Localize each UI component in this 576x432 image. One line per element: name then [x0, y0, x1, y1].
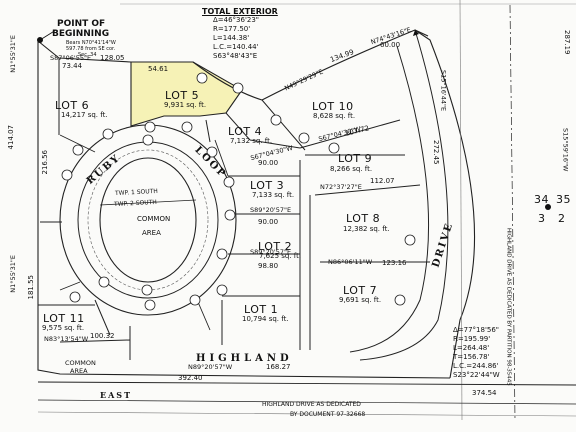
lot-6-label[interactable]: LOT 6 — [55, 99, 90, 112]
pob-bearing: Bears N70°41'14"W — [66, 40, 116, 46]
east-road-line — [37, 399, 576, 405]
common-area-label-1: COMMON — [137, 215, 171, 223]
lot-1-area: 10,794 sq. ft. — [242, 315, 289, 323]
dim-60-top: 60.00 — [380, 41, 401, 49]
lot-3-label[interactable]: LOT 3 — [250, 179, 285, 192]
road-highland: HIGHLAND — [196, 353, 293, 364]
road-east: EAST — [100, 390, 133, 400]
dim-272-45: 272.45 — [432, 140, 440, 165]
dim-54-61: 54.61 — [148, 65, 169, 73]
lot-3-area: 7,133 sq. ft. — [252, 191, 295, 199]
right-curve-t: T=156.78' — [453, 353, 490, 361]
pob-section: Sec. 34 — [78, 52, 97, 58]
lot-5-label[interactable]: LOT 5 — [165, 89, 200, 102]
lot-1-label[interactable]: LOT 1 — [244, 303, 279, 316]
lot-5-area: 9,931 sq. ft. — [164, 101, 207, 109]
right-row-line — [459, 0, 463, 421]
lot-4-label[interactable]: LOT 4 — [228, 125, 263, 138]
dim-90-b: 90.00 — [258, 218, 279, 226]
dim-374-54: 374.54 — [472, 389, 497, 397]
right-curve-r: R=195.99' — [453, 335, 491, 343]
section-line — [509, 4, 516, 421]
drive-outer-edge — [359, 29, 449, 361]
bearing-n86: N86°06'11"W — [328, 258, 373, 266]
dim-112-07: 112.07 — [370, 177, 395, 185]
dim-414-07: 414.07 — [7, 125, 15, 150]
dim-168-27: 168.27 — [266, 363, 291, 371]
right-curve-lc: L.C.=244.86' — [453, 362, 499, 370]
section-3: 3 — [538, 212, 546, 225]
right-curve-l: L=264.48' — [453, 344, 490, 352]
common-area-boundary — [99, 157, 197, 283]
section-34: 34 — [534, 193, 549, 206]
drive-inner-edge — [349, 45, 430, 353]
lot-9-label[interactable]: LOT 9 — [338, 152, 373, 165]
bearing-n72: N72°37'27"E — [320, 183, 362, 191]
lot-7-area: 9,691 sq. ft. — [339, 296, 382, 304]
dim-216-56: 216.56 — [41, 150, 49, 175]
dim-100-32: 100.32 — [90, 332, 115, 340]
bearing-top: S87°06'55"E — [50, 54, 92, 62]
lot-7-label[interactable]: LOT 7 — [343, 284, 378, 297]
bearing-n1-top: N1°55'31"E — [9, 35, 17, 73]
total-exterior-l: L=144.38' — [213, 34, 250, 42]
lot-4-area: 7,132 sq. ft. — [230, 137, 273, 145]
dedication-2: BY DOCUMENT 97-32668 — [290, 411, 366, 418]
right-partition-note: HIGHLAND DRIVE AS DEDICATED BY PARTITION… — [505, 228, 512, 386]
lot-10-area: 8,628 sq. ft. — [313, 112, 356, 120]
section-2: 2 — [558, 212, 566, 225]
common-area-small-2: AREA — [70, 367, 88, 375]
section-corner-marker — [545, 204, 551, 210]
dim-98-80: 98.80 — [258, 262, 279, 270]
pob-title-2: BEGINNING — [52, 29, 110, 39]
total-exterior-lc: L.C.=140.44' — [213, 43, 259, 51]
bearing-s15b: S15°16'44"E — [439, 70, 448, 112]
right-curve-delta: Δ=77°18'56" — [453, 326, 500, 334]
lot-6-area: 14,217 sq. ft. — [61, 111, 108, 119]
section-35: 35 — [556, 193, 571, 206]
bearing-n83: N83°13'54"W — [44, 335, 89, 343]
dim-73-44: 73.44 — [62, 62, 83, 70]
dedication-1: HIGHLAND DRIVE AS DEDICATED — [262, 401, 361, 408]
right-curve-bearing: S23°22'44"W — [453, 371, 500, 379]
outer-boundary — [37, 29, 476, 379]
bearing-n1-bottom: N1°55'31"E — [9, 255, 17, 293]
total-exterior-title: TOTAL EXTERIOR — [202, 7, 278, 16]
total-exterior-delta: Δ=46°36'23" — [213, 16, 260, 24]
lot-11-area: 9,575 sq. ft. — [42, 324, 85, 332]
bearing-s89a: S89°20'57"E — [250, 206, 292, 214]
dim-90-a: 90.00 — [258, 159, 279, 167]
township-line — [99, 199, 197, 206]
pob-title-1: POINT OF — [57, 19, 106, 29]
lot-10-label[interactable]: LOT 10 — [312, 100, 354, 113]
dim-287-19: 287.19 — [563, 30, 571, 55]
bearing-s89b: S89°20'57"E — [250, 248, 292, 256]
lot-2-area: 7,625 sq. ft. — [259, 252, 302, 260]
dim-123-16: 123.16 — [382, 259, 407, 267]
lot-11-label[interactable]: LOT 11 — [43, 312, 85, 325]
lot-2-label[interactable]: LOT 2 — [258, 240, 293, 253]
common-area-label-2: AREA — [142, 229, 161, 237]
dim-392-40: 392.40 — [178, 374, 203, 382]
lot-8-label[interactable]: LOT 8 — [346, 212, 381, 225]
lot-9-area: 8,266 sq. ft. — [330, 165, 373, 173]
pob-distance: 597.78 from SE cor. — [66, 46, 116, 52]
lot-8-area: 12,382 sq. ft. — [343, 225, 390, 233]
total-exterior-bearing: S63°48'43"E — [213, 52, 258, 60]
total-exterior-r: R=177.50' — [213, 25, 251, 33]
common-area-small-1: COMMON — [65, 359, 96, 367]
dim-181-55: 181.55 — [27, 275, 35, 300]
bearing-n89: N89°20'57"W — [188, 363, 233, 371]
dim-128-05: 128.05 — [100, 54, 125, 62]
lot-5-highlight[interactable] — [130, 61, 243, 127]
bearing-s15: S15°59'16"W — [561, 128, 570, 172]
